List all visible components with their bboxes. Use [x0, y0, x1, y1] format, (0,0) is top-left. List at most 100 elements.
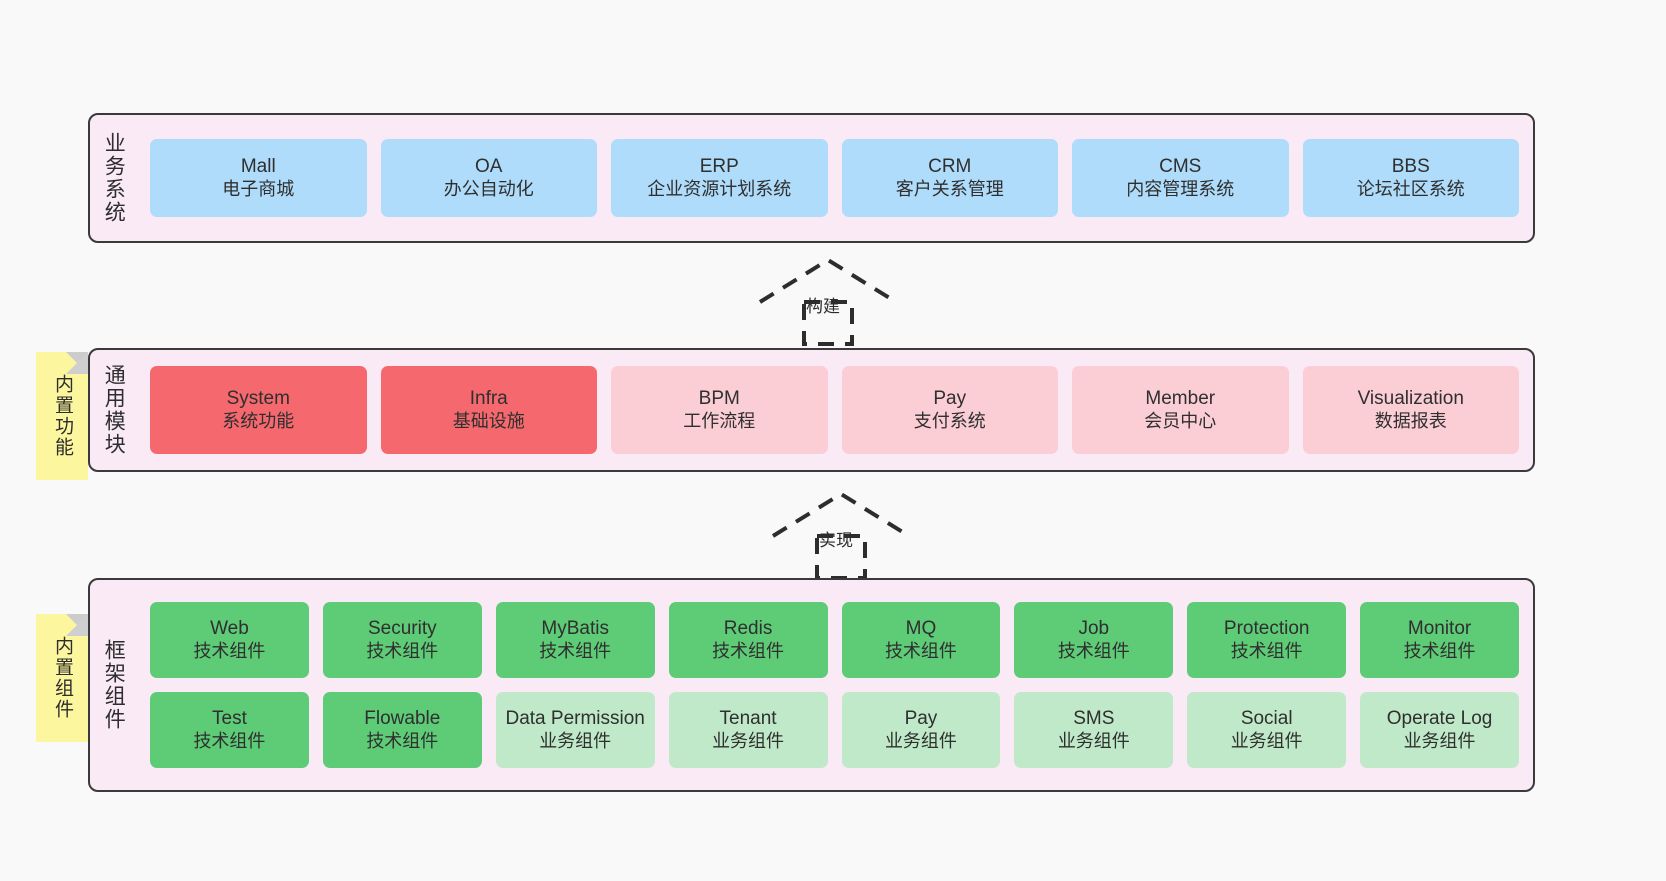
card-title-en: ERP	[699, 156, 739, 178]
card-title-cn: 技术组件	[193, 730, 266, 751]
card-test[interactable]: Test 技术组件	[150, 692, 309, 768]
card-title-en: Infra	[469, 388, 508, 410]
card-title-cn: 电子商城	[222, 178, 295, 199]
card-title-en: CRM	[928, 156, 972, 178]
card-row: Mall 电子商城 OA 办公自动化 ERP 企业资源计划系统 CRM 客户关系…	[150, 139, 1519, 217]
card-tenant[interactable]: Tenant 业务组件	[668, 692, 828, 768]
card-title-en: OA	[475, 156, 503, 178]
card-row: System 系统功能 Infra 基础设施 BPM 工作流程 Pay 支付系统…	[150, 366, 1519, 454]
card-title-en: Data Permission	[505, 708, 645, 730]
card-title-cn: 业务组件	[884, 730, 957, 751]
card-title-en: System	[226, 388, 290, 410]
card-protection[interactable]: Protection 技术组件	[1187, 602, 1347, 678]
card-title-cn: 业务组件	[1403, 730, 1476, 751]
card-title-en: MQ	[905, 618, 937, 640]
card-system[interactable]: System 系统功能	[150, 366, 367, 454]
card-row: Web 技术组件 Security 技术组件 MyBatis 技术组件 Redi…	[150, 602, 1519, 678]
card-title-en: CMS	[1159, 156, 1202, 178]
card-mybatis[interactable]: MyBatis 技术组件	[495, 602, 655, 678]
card-title-cn: 办公自动化	[443, 178, 534, 199]
card-title-cn: 业务组件	[1057, 730, 1130, 751]
card-pay-component[interactable]: Pay 业务组件	[841, 692, 1001, 768]
layer-title-framework-component: 框架组件	[102, 639, 126, 731]
card-title-cn: 技术组件	[366, 640, 439, 661]
layer-title-common-module: 通用模块	[102, 364, 126, 456]
card-title-en: BPM	[698, 388, 740, 410]
card-row: Test 技术组件 Flowable 技术组件 Data Permission …	[150, 692, 1519, 768]
card-title-cn: 技术组件	[1057, 640, 1130, 661]
card-title-cn: 技术组件	[539, 640, 612, 661]
card-title-cn: 业务组件	[712, 730, 785, 751]
card-mq[interactable]: MQ 技术组件	[841, 602, 1001, 678]
note-label: 内置功能	[52, 374, 74, 458]
card-title-en: Visualization	[1357, 388, 1464, 410]
card-title-cn: 业务组件	[539, 730, 612, 751]
card-oa[interactable]: OA 办公自动化	[380, 139, 597, 217]
layer-title-business-system: 业务系统	[102, 132, 126, 224]
card-title-cn: 基础设施	[452, 410, 525, 431]
arrow-build: 构建	[758, 256, 898, 346]
card-title-en: SMS	[1073, 708, 1115, 730]
card-title-en: Monitor	[1407, 618, 1472, 640]
card-member[interactable]: Member 会员中心	[1072, 366, 1289, 454]
card-title-en: Flowable	[364, 708, 441, 730]
card-title-cn: 技术组件	[193, 640, 266, 661]
card-web[interactable]: Web 技术组件	[150, 602, 309, 678]
card-title-en: Pay	[904, 708, 938, 730]
card-title-cn: 会员中心	[1144, 410, 1217, 431]
layer-body-common-module: System 系统功能 Infra 基础设施 BPM 工作流程 Pay 支付系统…	[136, 350, 1533, 470]
arrow-stem-build	[802, 300, 854, 346]
card-bbs[interactable]: BBS 论坛社区系统	[1302, 139, 1519, 217]
card-social[interactable]: Social 业务组件	[1187, 692, 1347, 768]
layer-body-business-system: Mall 电子商城 OA 办公自动化 ERP 企业资源计划系统 CRM 客户关系…	[136, 115, 1533, 241]
card-erp[interactable]: ERP 企业资源计划系统	[611, 139, 828, 217]
card-title-cn: 系统功能	[222, 410, 295, 431]
card-title-en: Job	[1078, 618, 1110, 640]
card-job[interactable]: Job 技术组件	[1014, 602, 1174, 678]
card-title-cn: 技术组件	[712, 640, 785, 661]
layer-body-framework-component: Web 技术组件 Security 技术组件 MyBatis 技术组件 Redi…	[136, 580, 1533, 790]
card-title-cn: 论坛社区系统	[1356, 178, 1465, 199]
card-title-en: Redis	[723, 618, 773, 640]
card-title-cn: 技术组件	[884, 640, 957, 661]
card-title-cn: 客户关系管理	[895, 178, 1004, 199]
card-operate-log[interactable]: Operate Log 业务组件	[1360, 692, 1519, 768]
note-builtin-function: 内置功能	[36, 352, 88, 480]
note-fold-icon	[66, 614, 88, 636]
card-title-en: Protection	[1223, 618, 1310, 640]
note-fold-icon	[66, 352, 88, 374]
card-title-en: Test	[212, 708, 247, 730]
arrow-label-implement: 实现	[819, 531, 853, 550]
note-builtin-component: 内置组件	[36, 614, 88, 742]
card-visualization[interactable]: Visualization 数据报表	[1302, 366, 1519, 454]
card-title-cn: 工作流程	[683, 410, 756, 431]
card-title-cn: 数据报表	[1374, 410, 1447, 431]
card-title-cn: 内容管理系统	[1126, 178, 1235, 199]
layer-business-system: 业务系统 Mall 电子商城 OA 办公自动化 ERP 企业资源计划系统 CRM…	[88, 113, 1535, 243]
card-sms[interactable]: SMS 业务组件	[1014, 692, 1174, 768]
card-title-en: Mall	[240, 156, 276, 178]
card-redis[interactable]: Redis 技术组件	[668, 602, 828, 678]
card-title-cn: 技术组件	[366, 730, 439, 751]
card-data-permission[interactable]: Data Permission 业务组件	[495, 692, 655, 768]
card-crm[interactable]: CRM 客户关系管理	[841, 139, 1058, 217]
card-monitor[interactable]: Monitor 技术组件	[1360, 602, 1519, 678]
card-title-cn: 支付系统	[913, 410, 986, 431]
card-cms[interactable]: CMS 内容管理系统	[1072, 139, 1289, 217]
card-security[interactable]: Security 技术组件	[322, 602, 482, 678]
card-title-en: BBS	[1391, 156, 1430, 178]
card-pay-module[interactable]: Pay 支付系统	[841, 366, 1058, 454]
note-label: 内置组件	[52, 636, 74, 720]
card-mall[interactable]: Mall 电子商城	[150, 139, 367, 217]
card-title-cn: 技术组件	[1403, 640, 1476, 661]
arrow-implement: 实现	[771, 490, 911, 580]
card-infra[interactable]: Infra 基础设施	[380, 366, 597, 454]
card-title-cn: 业务组件	[1230, 730, 1303, 751]
card-title-en: Web	[210, 618, 249, 640]
card-flowable[interactable]: Flowable 技术组件	[322, 692, 482, 768]
card-bpm[interactable]: BPM 工作流程	[611, 366, 828, 454]
card-title-en: Pay	[933, 388, 967, 410]
arrow-label-build: 构建	[806, 297, 840, 316]
card-title-en: Operate Log	[1386, 708, 1493, 730]
